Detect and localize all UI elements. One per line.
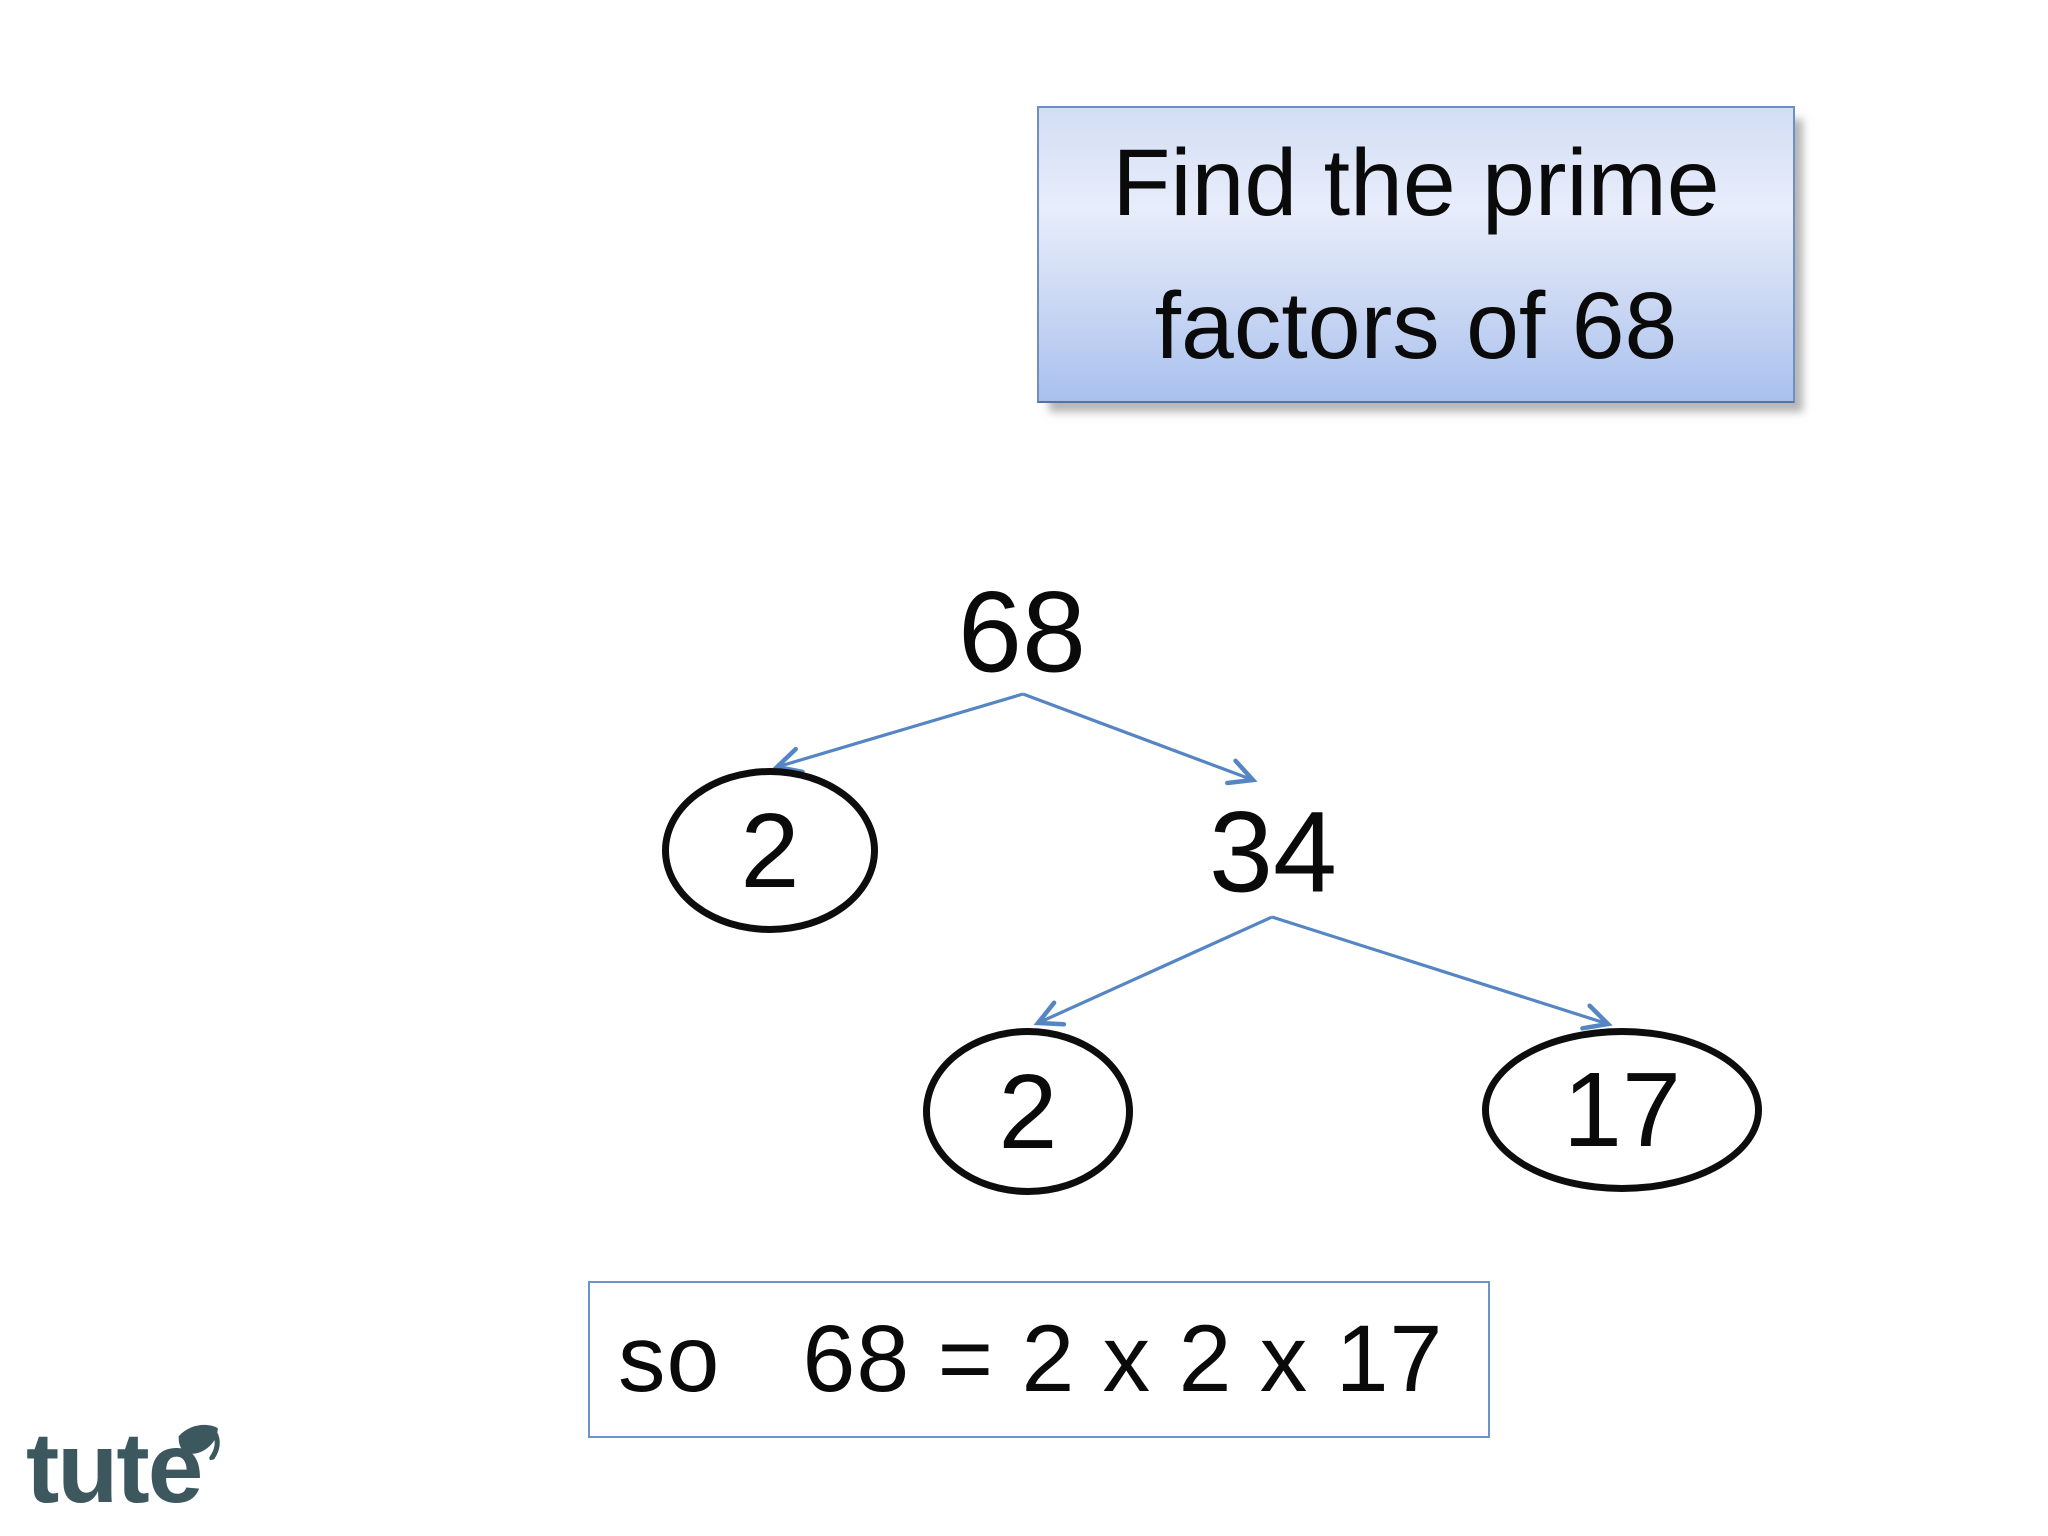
tree-node-2-left-label: 2 [740, 791, 800, 910]
prompt-box: Find the prime factors of 68 [1037, 106, 1795, 403]
tree-node-34: 34 [1209, 788, 1337, 917]
result-box: so 68 = 2 x 2 x 17 [588, 1281, 1490, 1438]
tree-node-17-label: 17 [1563, 1051, 1681, 1169]
edge-68-to-34 [1022, 692, 1258, 786]
tree-node-17: 17 [1482, 1028, 1762, 1192]
edge-68-to-2 [772, 692, 1024, 775]
tree-node-2-middle-label: 2 [998, 1052, 1058, 1171]
tree-node-2-left: 2 [662, 768, 878, 933]
prompt-line-1: Find the prime [1112, 129, 1720, 236]
edge-34-to-17 [1271, 915, 1613, 1031]
result-equation: so 68 = 2 x 2 x 17 [618, 1306, 1444, 1412]
logo-word-start: tut [26, 1412, 150, 1524]
prompt-line-2: factors of 68 [1154, 272, 1678, 379]
tute-logo: tute [26, 1418, 220, 1528]
edge-34-to-2 [1033, 915, 1273, 1027]
leaf-icon [178, 1424, 220, 1461]
tree-node-68: 68 [958, 568, 1086, 697]
tree-node-2-middle: 2 [923, 1028, 1133, 1195]
